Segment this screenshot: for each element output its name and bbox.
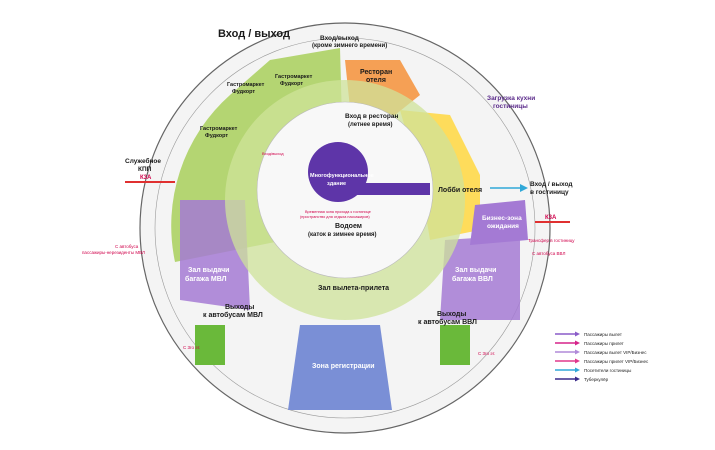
multi-building-label-2: здание [327,181,346,187]
legend-label: Пассажиры вылет [584,332,622,337]
entrance-top-label: Вход/выход [320,35,359,42]
restaurant-label: Ресторан [360,69,392,76]
k3a-right-label: К3А [545,215,557,221]
legend-arrowhead [575,367,580,373]
from-bus-left-label-2: пассажиры-нерезиденты МВЛ [82,250,145,255]
bus-vvl-label-2: к автобусам ВВЛ [418,318,477,326]
legend-label: Пассажиры прилет [584,341,624,346]
legend-arrowhead [575,358,580,364]
legend-label: Пассажиры прилет VIP/Бизнес [584,359,649,364]
bus-mvl-label: Выходы [225,304,254,311]
bus-exit-mvl-block [195,325,225,365]
bus-exit-vvl-block [440,325,470,365]
business-zone-label: Бизнес-зона [482,215,522,222]
entrance-top-note: (кроме зимнего времени) [312,43,387,49]
from-3rd-right-label: С 3го эт. [478,351,495,356]
from-bus-right-label: С автобуса ВВЛ [532,251,565,256]
legend-label: Пассажиры вылет VIP/Бизнес [584,350,647,355]
gastro-1b-label: Фудкорт [280,81,303,87]
business-zone [470,200,528,245]
gastro-1-label: Гастромаркет [275,74,313,80]
bus-mvl-label-2: к автобусам МВЛ [203,311,263,319]
center-note-1: Временная зона прохода к гостинице [305,210,371,214]
restaurant-entry-label: Вход в ресторан [345,113,398,120]
legend-arrowhead [575,376,580,382]
kitchen-load-label: Загрузка кухни [487,95,535,102]
multi-building-wing [345,183,430,195]
baggage-vvl-zone [440,235,520,320]
inner-ring-line [154,37,536,419]
baggage-vvl-label: Зал выдачи [455,267,496,274]
gastro-3b-label: Фудкорт [205,133,228,139]
entrance-main-label: Вход / выход [218,28,290,40]
gastro-3-label: Гастромаркет [200,126,238,132]
baggage-mvl-label-2: багажа МВЛ [185,275,227,283]
hotel-entry-arrowhead [520,184,528,192]
registration-label: Зона регистрации [312,363,375,370]
pool-label: Водоем [335,223,362,230]
kitchen-load-label-2: гостиницы [493,103,528,110]
baggage-vvl-label-2: багажа ВВЛ [452,275,493,283]
restaurant-label-2: отеля [366,77,386,84]
lift-note: Вход/выход [262,151,284,156]
registration-zone [288,325,392,410]
bus-vvl-label: Выходы [437,311,466,318]
baggage-mvl-label: Зал выдачи [188,267,229,274]
k3a-left-label: К3А [140,175,152,181]
from-bus-left-label: С автобуса [115,244,139,249]
hotel-entry-label: Вход / выход [530,181,573,188]
from-3rd-left-label: С 3го эт. [183,345,200,350]
hotel-entry-label-2: в гостиницу [530,189,569,196]
legend-label: Туберкулёр [584,377,609,382]
multi-building-label: Многофункциональное [310,172,374,179]
hotel-lobby-label: Лобби отеля [438,186,482,194]
arrival-hall-label: Зал вылета-прилета [318,285,389,292]
gastro-2b-label: Фудкорт [232,89,255,95]
business-zone-label-2: ожидания [487,223,519,230]
legend-arrowhead [575,340,580,346]
restaurant-entry-label-2: (летнее время) [348,122,392,128]
service-checkpoint-label-2: КПП [138,166,152,173]
center-note-2: (пространство для отдыха пассажиров) [300,215,370,219]
legend-arrowhead [575,331,580,337]
pool-label-2: (каток в зимнее время) [308,232,377,238]
transfer-label: Трансфер в гостиницу [528,238,575,243]
service-checkpoint-label: Служебное [125,157,161,165]
gastro-2-label: Гастромаркет [227,82,265,88]
legend-arrowhead [575,349,580,355]
legend-label: Посетители гостиницы [584,368,631,373]
